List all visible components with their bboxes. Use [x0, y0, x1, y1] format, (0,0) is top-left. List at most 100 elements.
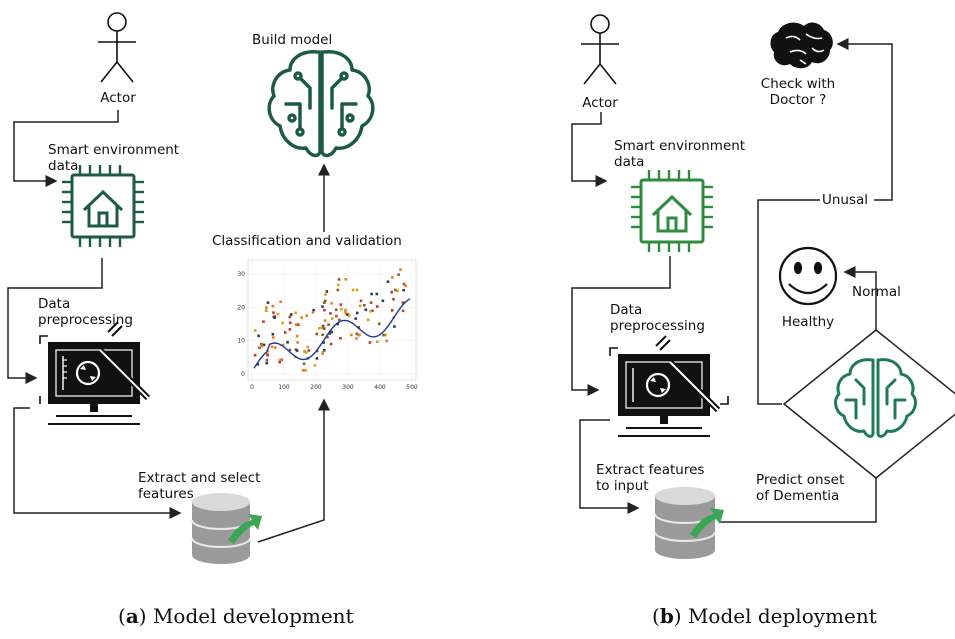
scatter-point — [402, 282, 406, 286]
check-doctor-label-line1: Check with — [760, 76, 836, 92]
scatter-point — [393, 325, 396, 328]
scatter-point — [335, 314, 338, 318]
smiley-face-icon — [778, 246, 838, 306]
scatter-point — [300, 316, 303, 319]
scatter-point — [303, 350, 306, 353]
scatter-point — [375, 292, 379, 296]
healthy-label: Healthy — [781, 314, 835, 330]
caption-a: (a) Model development — [118, 604, 354, 628]
monitor-preprocessing-icon — [39, 321, 151, 425]
smart-env-label-b-line2: data — [614, 154, 645, 170]
scatter-point — [321, 324, 325, 328]
scatter-point — [311, 311, 315, 314]
scatter-point — [306, 345, 309, 349]
caption-a-open: ( — [118, 604, 126, 628]
scatter-point — [336, 288, 340, 292]
scatter-point — [399, 268, 402, 271]
brain-circuit-icon — [267, 50, 375, 158]
scatter-point — [370, 292, 373, 296]
scatter-point — [325, 290, 329, 293]
scatter-point — [279, 300, 282, 304]
scatter-point — [323, 308, 326, 312]
plot-frame — [247, 259, 417, 381]
scatter-point — [382, 333, 385, 337]
smart-home-chip-icon-b — [631, 170, 713, 252]
preprocess-label-line1: Data — [38, 296, 71, 312]
scatter-point — [260, 342, 263, 346]
scatter-point — [321, 333, 324, 337]
extract-label-line1: Extract and select — [138, 470, 261, 486]
scatter-point — [322, 348, 326, 352]
check-doctor-label-line2: Doctor ? — [769, 92, 827, 108]
scatter-point — [354, 317, 358, 320]
scatter-point — [347, 314, 351, 318]
scatter-point — [396, 289, 399, 293]
scatter-point — [321, 351, 325, 354]
scatter-point — [294, 323, 298, 326]
scatter-point — [357, 326, 361, 329]
scatter-point — [334, 308, 338, 312]
extract-label-b-line2: to input — [596, 478, 649, 494]
scatter-point — [271, 332, 275, 336]
x-tick-label: 500 — [406, 384, 418, 391]
scatter-point — [355, 332, 359, 336]
scatter-point — [390, 309, 394, 312]
scatter-point — [307, 349, 311, 352]
scatter-point — [377, 322, 381, 326]
scatter-point — [281, 321, 284, 325]
scatter-point — [338, 318, 341, 322]
scatter-point — [266, 353, 269, 357]
scatter-point — [289, 313, 293, 316]
extract-label-b-line1: Extract features — [596, 462, 705, 478]
scatter-point — [326, 335, 329, 339]
scatter-point — [355, 337, 358, 340]
actor-icon-b — [581, 14, 619, 85]
scatter-point — [294, 311, 297, 314]
caption-b-open: ( — [652, 604, 660, 628]
scatter-point — [359, 299, 363, 303]
scatter-point — [390, 290, 393, 294]
smart-env-label-b-line1: Smart environment — [614, 138, 746, 154]
x-tick-label: 400 — [374, 384, 386, 391]
scatter-point — [368, 341, 372, 344]
scatter-point — [302, 362, 306, 366]
scatter-point — [381, 299, 385, 303]
scatter-point — [329, 342, 333, 346]
scatter-point — [331, 317, 334, 320]
predict-label-line1: Predict onset — [756, 472, 845, 488]
scatter-point — [323, 299, 327, 303]
scatter-point — [265, 358, 269, 362]
scatter-point — [288, 315, 292, 319]
scatter-point — [337, 278, 341, 281]
caption-a-letter: a — [125, 604, 139, 628]
scatter-point — [350, 333, 353, 337]
scatter-point — [272, 311, 275, 314]
scatter-point — [401, 301, 405, 304]
scatter-point — [270, 345, 274, 349]
caption-b: (b) Model deployment — [652, 604, 877, 628]
scatter-point — [312, 308, 315, 312]
caption-b-text: ) Model deployment — [673, 604, 877, 628]
scatter-point — [318, 326, 321, 330]
actor-icon — [98, 12, 136, 83]
preprocess-label-b-line2: preprocessing — [610, 318, 705, 334]
scatter-point — [384, 333, 387, 337]
y-tick-label: 0 — [241, 371, 245, 378]
scatter-point — [260, 344, 264, 348]
scatter-point — [262, 320, 265, 323]
brain-circuit-icon-b — [834, 358, 917, 438]
scatter-point — [371, 309, 374, 313]
scatter-point — [315, 357, 319, 360]
database-icon — [191, 493, 262, 564]
scatter-point — [283, 331, 287, 334]
scatter-point — [295, 349, 299, 352]
scatter-point — [289, 321, 292, 325]
scatter-point — [297, 323, 300, 326]
fit-line — [253, 298, 411, 369]
scatter-point — [329, 312, 332, 315]
scatter-point — [258, 346, 261, 350]
scatter-point — [401, 309, 405, 313]
scatter-point — [358, 333, 361, 337]
scatter-point — [375, 305, 379, 308]
